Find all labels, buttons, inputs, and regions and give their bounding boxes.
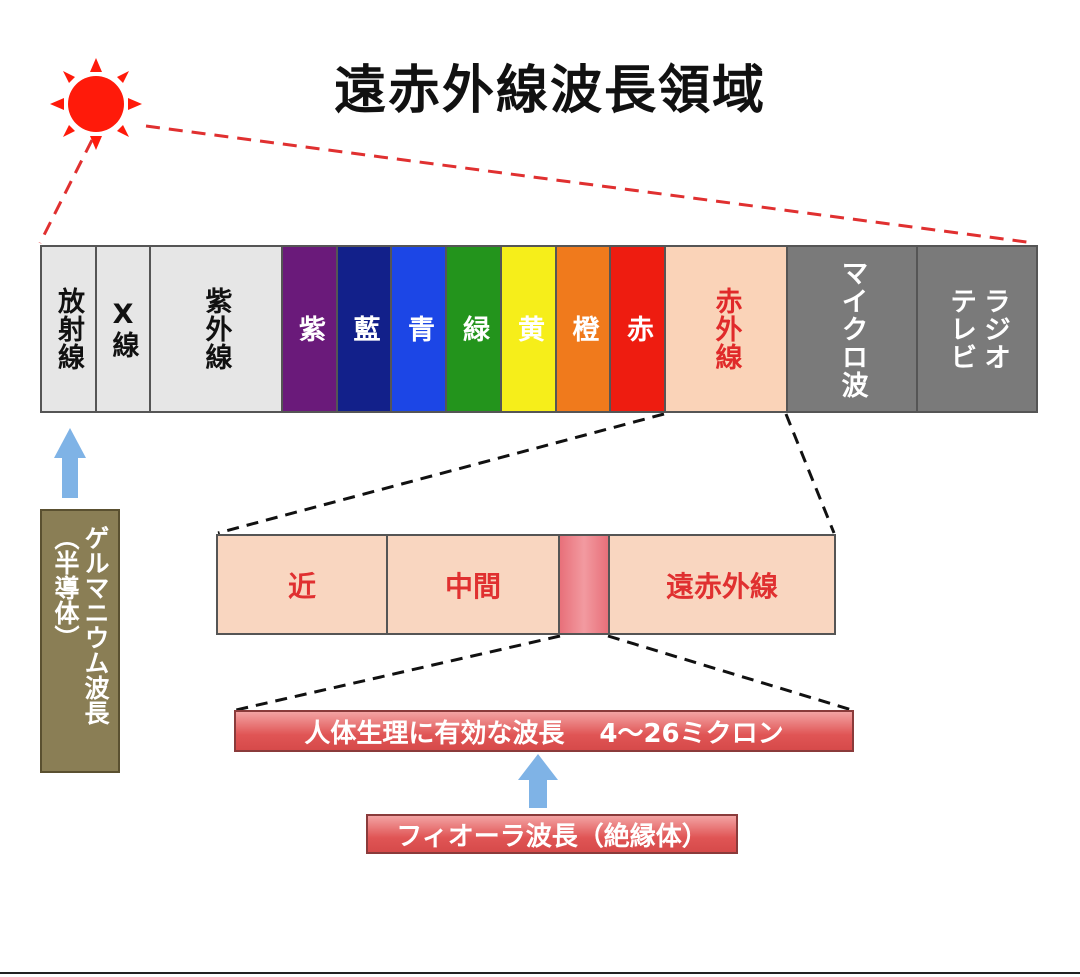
germanium-box: ゲルマニウム波長 （半導体）: [40, 509, 120, 773]
page-title: 遠赤外線波長領域: [333, 61, 766, 121]
zoom-line-1-right: [784, 413, 836, 534]
zoom-line-2-left: [235, 634, 561, 712]
band-orange: 橙: [555, 245, 611, 413]
band-radio-tv: ラジオ テレビ: [916, 245, 1038, 413]
band-label-infrared: 赤外線: [710, 287, 742, 371]
projection-line-right: [145, 124, 1035, 245]
effective-wavelength-bar: 人体生理に有効な波長 4～26ミクロン: [234, 710, 854, 752]
mid-infrared-label: 中間: [444, 569, 501, 603]
band-infrared: 赤外線: [664, 245, 788, 413]
effective-wavelength-label: 人体生理に有効な波長 4～26ミクロン: [304, 718, 784, 749]
band-x-ray: X線: [95, 245, 151, 413]
band-radiation: 放射線: [40, 245, 97, 413]
band-violet: 紫: [281, 245, 338, 413]
fiora-wavelength-bar: フィオーラ波長（絶縁体）: [366, 814, 738, 854]
far-infrared-cell: 遠赤外線: [608, 534, 836, 635]
band-indigo: 藍: [336, 245, 392, 413]
band-yellow: 黄: [500, 245, 557, 413]
band-label-ultraviolet: 紫外線: [200, 287, 232, 371]
far-infrared-label: 遠赤外線: [665, 569, 778, 603]
band-label-microwave: マイクロ波: [836, 259, 868, 399]
near-infrared-label: 近: [287, 569, 316, 603]
band-label-violet: 紫: [294, 315, 325, 343]
band-label-yellow: 黄: [513, 315, 544, 343]
germanium-label: ゲルマニウム波長 （半導体）: [51, 525, 110, 725]
bottom-rule: [0, 972, 1080, 974]
fiora-wavelength-label: フィオーラ波長（絶縁体）: [396, 821, 708, 852]
band-red: 赤: [609, 245, 666, 413]
band-blue: 青: [390, 245, 447, 413]
arrow-up-icon: [518, 754, 558, 808]
band-label-radio-tv: ラジオ テレビ: [945, 287, 1010, 371]
band-label-orange: 橙: [567, 315, 599, 343]
sun-icon: [50, 58, 142, 150]
band-label-green: 緑: [458, 315, 489, 343]
mid-infrared-cell: 中間: [386, 534, 560, 635]
projection-line-left: [38, 139, 94, 244]
highlight-cell: [558, 534, 610, 635]
near-infrared-cell: 近: [216, 534, 388, 635]
band-label-x-ray: X線: [107, 299, 139, 359]
band-ultraviolet: 紫外線: [149, 245, 283, 413]
zoom-line-1-left: [217, 412, 665, 535]
zoom-line-2-right: [607, 634, 853, 712]
band-microwave: マイクロ波: [786, 245, 918, 413]
band-green: 緑: [445, 245, 502, 413]
band-label-indigo: 藍: [348, 315, 380, 343]
band-label-red: 赤: [622, 315, 653, 343]
band-label-radiation: 放射線: [53, 287, 84, 371]
arrow-up-icon: [54, 428, 86, 498]
band-label-blue: 青: [403, 315, 434, 343]
